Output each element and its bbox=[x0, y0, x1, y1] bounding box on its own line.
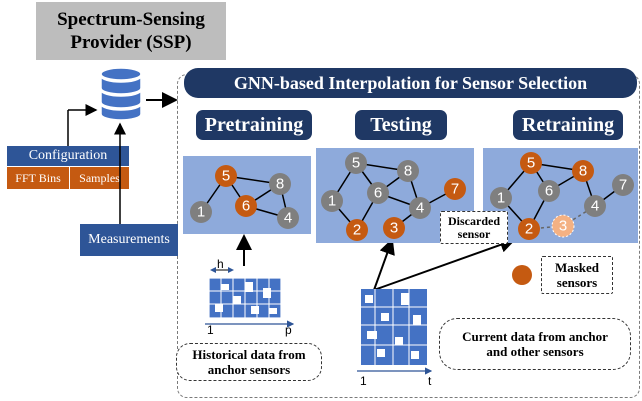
node-label: 8 bbox=[404, 163, 412, 180]
historical-line2: anchor sensors bbox=[207, 362, 291, 377]
masked-sensors-callout: Masked sensors bbox=[541, 256, 613, 294]
retraining-graph: 5 8 1 6 4 7 2 3 bbox=[483, 148, 638, 243]
current-data-callout: Current data from anchor and other senso… bbox=[439, 318, 631, 370]
database-icon bbox=[100, 67, 142, 121]
historical-line1: Historical data from bbox=[192, 347, 306, 362]
historical-data-grid bbox=[205, 267, 295, 328]
ssp-box: Spectrum-Sensing Provider (SSP) bbox=[36, 2, 226, 60]
node-label: 8 bbox=[579, 163, 587, 180]
node-label: 4 bbox=[416, 200, 424, 217]
masked-line1: Masked bbox=[554, 260, 600, 275]
axis-h-label: h bbox=[217, 257, 224, 271]
ssp-line1: Spectrum-Sensing bbox=[57, 9, 205, 30]
node-label: 3 bbox=[390, 220, 398, 237]
cur-to-retraining-arrow bbox=[373, 237, 516, 291]
axis-t-label: t bbox=[428, 374, 432, 388]
phase-testing: Testing bbox=[355, 110, 447, 140]
current-line2: and other sensors bbox=[486, 344, 584, 359]
node-label: 8 bbox=[276, 176, 284, 193]
node-label: 1 bbox=[197, 204, 205, 221]
masked-legend-dot bbox=[512, 265, 532, 285]
current-data-grid bbox=[357, 289, 433, 375]
historical-data-callout: Historical data from anchor sensors bbox=[176, 343, 322, 381]
axis-1-bottom: 1 bbox=[360, 374, 367, 388]
node-label: 4 bbox=[591, 198, 599, 215]
measurements-label: Measurements bbox=[80, 224, 178, 256]
node-label: 3 bbox=[559, 218, 567, 235]
discarded-line1: Discarded bbox=[448, 213, 500, 228]
node-label: 7 bbox=[451, 181, 459, 198]
node-label: 6 bbox=[374, 185, 382, 202]
discarded-sensor-callout: Discarded sensor bbox=[440, 211, 508, 244]
gnn-title: GNN-based Interpolation for Sensor Selec… bbox=[184, 68, 637, 98]
node-label: 7 bbox=[619, 177, 627, 194]
ssp-line2: Provider (SSP) bbox=[70, 32, 192, 53]
node-label: 1 bbox=[497, 190, 505, 207]
node-label: 5 bbox=[352, 155, 360, 172]
samples-label: Samples bbox=[70, 167, 129, 189]
axis-p-label: p bbox=[285, 323, 292, 337]
node-label: 6 bbox=[545, 183, 553, 200]
cur-to-testing-arrow bbox=[373, 238, 395, 291]
node-label: 1 bbox=[328, 193, 336, 210]
masked-line2: sensors bbox=[556, 275, 598, 290]
axis-1-left: 1 bbox=[207, 323, 214, 337]
graph-node bbox=[190, 201, 212, 223]
node-label: 2 bbox=[525, 221, 533, 238]
current-line1: Current data from anchor bbox=[462, 329, 608, 344]
node-label: 5 bbox=[527, 155, 535, 172]
node-label: 4 bbox=[284, 210, 292, 227]
phase-retraining: Retraining bbox=[513, 110, 623, 140]
configuration-label: Configuration bbox=[7, 146, 129, 166]
discarded-line2: sensor bbox=[457, 226, 491, 241]
node-label: 6 bbox=[242, 198, 250, 215]
node-label: 2 bbox=[353, 222, 361, 239]
phase-pretraining: Pretraining bbox=[196, 110, 312, 140]
pretraining-graph: 1 5 6 8 4 bbox=[183, 156, 311, 234]
node-label: 5 bbox=[222, 168, 230, 185]
fft-bins-label: FFT Bins bbox=[7, 167, 69, 189]
